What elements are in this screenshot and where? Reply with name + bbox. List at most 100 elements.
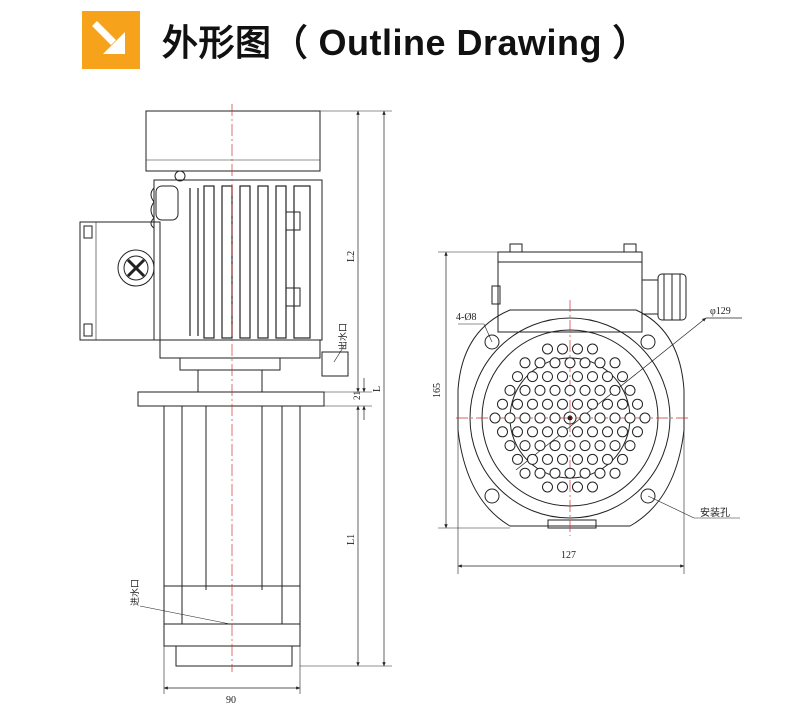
strainer-holes: [489, 343, 651, 493]
strainer-hole: [579, 412, 591, 424]
strainer-hole: [534, 357, 546, 369]
strainer-hole: [564, 440, 576, 452]
cable-gland: [641, 279, 659, 315]
strainer-hole: [527, 453, 538, 465]
strainer-hole: [519, 440, 531, 452]
strainer-hole: [609, 412, 621, 424]
strainer-hole: [602, 426, 613, 438]
strainer-hole: [557, 343, 568, 355]
mount-hole-icon: [640, 488, 656, 504]
strainer-hole: [572, 426, 583, 438]
dim-label-diameter: φ129: [710, 306, 731, 317]
strainer-hole: [534, 384, 546, 396]
screw-icon: [174, 170, 186, 182]
arrow-down-right-icon: [82, 11, 140, 69]
mount-hole-icon: [640, 334, 656, 350]
holes-label: 4-Ø8: [456, 312, 477, 323]
strainer-hole: [504, 384, 516, 396]
strainer-hole: [549, 384, 561, 396]
strainer-hole: [587, 481, 598, 493]
strainer-hole: [572, 453, 583, 465]
strainer-hole: [572, 371, 583, 383]
terminal-cover-screw-icon: [117, 249, 155, 287]
strainer-hole: [624, 384, 636, 396]
strainer-hole: [564, 384, 576, 396]
strainer-hole: [527, 426, 538, 438]
header: 外形图（ Outline Drawing ）: [82, 11, 649, 69]
dim-label-top-width: 127: [561, 550, 576, 561]
strainer-hole: [549, 412, 561, 424]
strainer-hole: [489, 412, 501, 424]
strainer-hole: [587, 343, 598, 355]
strainer-hole: [617, 426, 628, 438]
strainer-hole: [587, 398, 598, 410]
strainer-hole: [549, 357, 561, 369]
strainer-hole: [512, 426, 523, 438]
strainer-hole: [594, 440, 606, 452]
strainer-hole: [602, 453, 613, 465]
mount-holes-label: 安装孔: [700, 506, 730, 519]
strainer-hole: [617, 371, 628, 383]
strainer-hole: [602, 371, 613, 383]
strainer-hole: [497, 398, 508, 410]
strainer-hole: [639, 412, 651, 424]
strainer-hole: [572, 398, 583, 410]
side-view: [79, 104, 392, 694]
strainer-hole: [594, 412, 606, 424]
strainer-hole: [602, 398, 613, 410]
strainer-hole: [542, 426, 553, 438]
strainer-hole: [542, 453, 553, 465]
strainer-hole: [617, 453, 628, 465]
strainer-hole: [579, 384, 591, 396]
strainer-hole: [534, 440, 546, 452]
strainer-hole: [594, 384, 606, 396]
strainer-hole: [534, 412, 546, 424]
strainer-hole: [534, 467, 546, 479]
strainer-hole: [609, 384, 621, 396]
motor-fins: [189, 185, 311, 339]
strainer-hole: [542, 481, 553, 493]
motor-top-cap: [145, 110, 321, 172]
strainer-hole: [504, 412, 516, 424]
strainer-hole: [632, 398, 643, 410]
strainer-hole: [519, 357, 531, 369]
strainer-hole: [542, 398, 553, 410]
mount-flange: [137, 391, 325, 407]
strainer-hole: [497, 426, 508, 438]
strainer-hole: [549, 440, 561, 452]
mount-hole-icon: [484, 334, 500, 350]
strainer-hole: [572, 343, 583, 355]
strainer-hole: [579, 467, 591, 479]
strainer-hole: [564, 467, 576, 479]
strainer-hole: [587, 453, 598, 465]
dim-label-lower: L1: [346, 534, 357, 545]
top-flange: [457, 309, 685, 527]
dim-label-upper: L2: [346, 251, 357, 262]
strainer-hole: [624, 440, 636, 452]
top-view: [438, 243, 742, 574]
strainer-hole: [564, 357, 576, 369]
dim-label-flange: 21: [352, 391, 362, 400]
strainer-hole: [542, 343, 553, 355]
strainer-hole: [557, 426, 568, 438]
strainer-hole: [519, 384, 531, 396]
strainer-hole: [609, 467, 621, 479]
strainer-hole: [557, 398, 568, 410]
strainer-hole: [587, 371, 598, 383]
strainer-hole: [594, 467, 606, 479]
dim-label-total: L: [372, 386, 383, 392]
mount-hole-icon: [484, 488, 500, 504]
motor-body: [153, 179, 323, 341]
outlet-port: [321, 351, 349, 377]
strainer-hole: [512, 371, 523, 383]
strainer-hole: [557, 481, 568, 493]
strainer-hole: [542, 371, 553, 383]
strainer-hole: [519, 412, 531, 424]
housing-circle: [469, 317, 671, 519]
page-title: 外形图（ Outline Drawing ）: [162, 22, 650, 63]
strainer-hole: [527, 371, 538, 383]
strainer-hole: [512, 453, 523, 465]
strainer-hole: [557, 371, 568, 383]
strainer-hole: [609, 440, 621, 452]
